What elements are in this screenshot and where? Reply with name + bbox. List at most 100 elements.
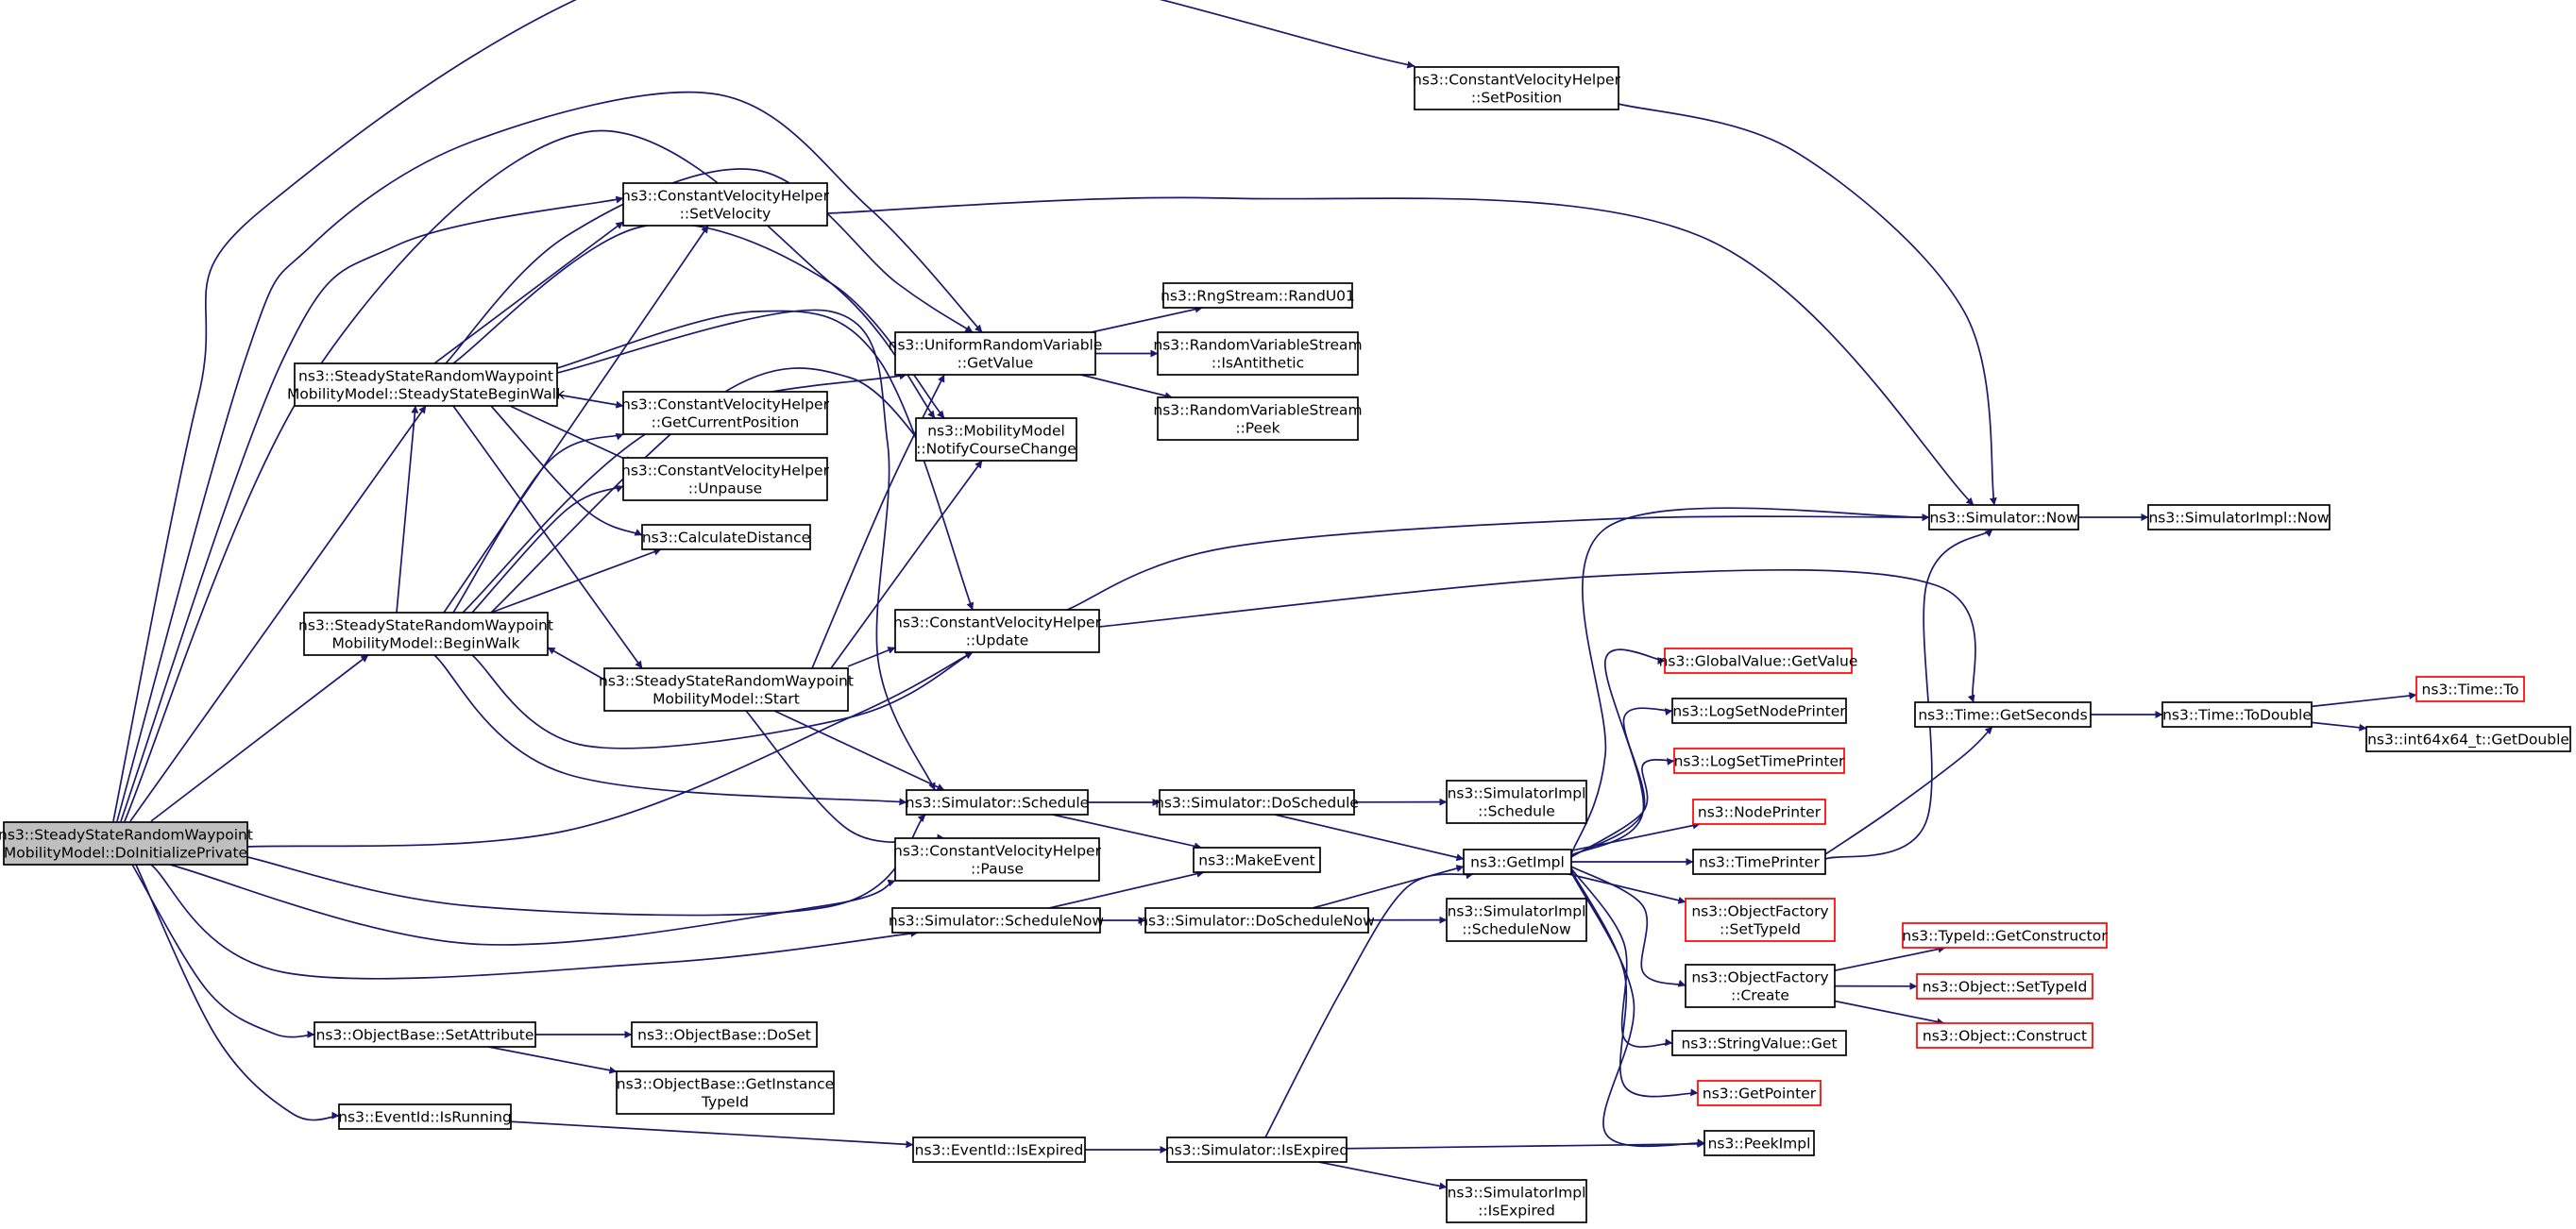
node-cvh-pause[interactable]: ns3::ConstantVelocityHelper::Pause <box>893 837 1102 882</box>
node-rvs-peek[interactable]: ns3::RandomVariableStream::Peek <box>1153 396 1363 441</box>
node-mm-notifycoursechange[interactable]: ns3::MobilityModel::NotifyCourseChange <box>915 417 1077 462</box>
node-rngstream-randu01[interactable]: ns3::RngStream::RandU01 <box>1161 282 1355 309</box>
node-cvh-update[interactable]: ns3::ConstantVelocityHelper::Update <box>893 609 1102 653</box>
node-eventid-isrunning[interactable]: ns3::EventId::IsRunning <box>338 1103 512 1130</box>
node-ssrw-beginwalk[interactable]: ns3::SteadyStateRandomWaypointMobilityMo… <box>298 612 553 656</box>
edge-ssrw-steadystatebeginwalk-to-cvh-unpause <box>509 405 634 463</box>
node-urv-getvalue[interactable]: ns3::UniformRandomVariable::GetValue <box>889 331 1103 376</box>
edge-ssrw-beginwalk-to-cvh-setvelocity <box>443 225 709 614</box>
node-label-line: ns3::SteadyStateRandomWaypoint <box>0 827 253 844</box>
node-ssrw-steadystatebeginwalk[interactable]: ns3::SteadyStateRandomWaypointMobilityMo… <box>287 362 565 407</box>
node-stringvalue-get[interactable]: ns3::StringValue::Get <box>1671 1030 1847 1056</box>
node-simulator-doschedule[interactable]: ns3::Simulator::DoSchedule <box>1155 789 1359 816</box>
node-label-line: ns3::ObjectFactory <box>1691 903 1828 920</box>
node-box <box>2147 504 2330 530</box>
node-simimpl-schedule[interactable]: ns3::SimulatorImpl::Schedule <box>1446 780 1587 824</box>
node-simulator-schedulenow[interactable]: ns3::Simulator::ScheduleNow <box>889 907 1104 934</box>
node-getimpl[interactable]: ns3::GetImpl <box>1463 849 1572 875</box>
node-objectfactory-create[interactable]: ns3::ObjectFactory::Create <box>1685 964 1836 1008</box>
edge-simulator-doschedule-to-getimpl <box>1274 814 1465 862</box>
node-calculatedistance[interactable]: ns3::CalculateDistance <box>641 524 811 550</box>
edge-simulator-isexpired-to-simimpl-isexpired <box>1318 1161 1448 1190</box>
node-makeevent[interactable]: ns3::MakeEvent <box>1193 847 1321 873</box>
edge-eventid-isrunning-to-eventid-isexpired <box>510 1120 914 1149</box>
node-box <box>894 331 1096 376</box>
node-simimpl-schedulenow[interactable]: ns3::SimulatorImpl::ScheduleNow <box>1446 898 1587 942</box>
edge-getimpl-to-getpointer <box>1570 869 1699 1098</box>
node-simimpl-isexpired[interactable]: ns3::SimulatorImpl::IsExpired <box>1446 1179 1587 1223</box>
edge-ssrw-beginwalk-to-simulator-schedule <box>433 654 907 806</box>
node-object-construct[interactable]: ns3::Object::Construct <box>1916 1022 2093 1049</box>
node-time-getseconds[interactable]: ns3::Time::GetSeconds <box>1914 701 2092 728</box>
node-ssrw-start[interactable]: ns3::SteadyStateRandomWaypointMobilityMo… <box>599 667 854 712</box>
node-nodeprinter[interactable]: ns3::NodePrinter <box>1692 799 1826 825</box>
node-box <box>1446 898 1587 942</box>
node-getpointer[interactable]: ns3::GetPointer <box>1697 1080 1822 1106</box>
node-time-todouble[interactable]: ns3::Time::ToDouble <box>2161 701 2313 728</box>
node-box <box>891 907 1101 934</box>
node-label-line: ns3::SimulatorImpl <box>1448 1185 1586 1202</box>
edge-getimpl-to-nodeprinter <box>1570 821 1701 852</box>
node-label-line: ns3::ConstantVelocityHelper <box>1413 72 1621 89</box>
node-cvh-setposition[interactable]: ns3::ConstantVelocityHelper::SetPosition <box>1413 66 1621 110</box>
node-box <box>1446 780 1587 824</box>
node-label-line: ns3::Simulator::IsExpired <box>1165 1142 1348 1159</box>
edge-ssrw-start-to-urv-getvalue <box>811 374 945 669</box>
node-box <box>631 1021 818 1048</box>
node-simulator-schedule[interactable]: ns3::Simulator::Schedule <box>906 789 1089 816</box>
node-box <box>894 609 1100 653</box>
node-time-to[interactable]: ns3::Time::To <box>2415 676 2525 702</box>
node-box <box>1685 898 1836 942</box>
node-objectbase-setattribute[interactable]: ns3::ObjectBase::SetAttribute <box>314 1021 536 1048</box>
node-label-line: ::GetCurrentPosition <box>652 414 800 431</box>
node-label-line: ::ScheduleNow <box>1462 921 1571 938</box>
node-globalvalue-getvalue[interactable]: ns3::GlobalValue::GetValue <box>1659 648 1858 674</box>
node-simulator-isexpired[interactable]: ns3::Simulator::IsExpired <box>1165 1136 1348 1163</box>
node-box <box>1159 789 1355 816</box>
node-root[interactable]: ns3::SteadyStateRandomWaypointMobilityMo… <box>0 821 253 866</box>
node-peekimpl[interactable]: ns3::PeekImpl <box>1703 1130 1815 1156</box>
node-simulator-now[interactable]: ns3::Simulator::Now <box>1928 504 2079 530</box>
node-object-settypeid[interactable]: ns3::Object::SetTypeId <box>1916 973 2093 1000</box>
node-typeid-getconstructor[interactable]: ns3::TypeId::GetConstructor <box>1902 922 2108 949</box>
node-int64x64-getdouble[interactable]: ns3::int64x64_t::GetDouble <box>2365 726 2571 752</box>
node-cvh-getcurrentposition[interactable]: ns3::ConstantVelocityHelper::GetCurrentP… <box>621 391 830 435</box>
node-label-line: ns3::ObjectBase::GetInstance <box>617 1076 834 1093</box>
node-box <box>915 417 1077 462</box>
node-logsettimeprinter[interactable]: ns3::LogSetTimePrinter <box>1673 748 1845 774</box>
node-simimpl-now[interactable]: ns3::SimulatorImpl::Now <box>2147 504 2330 530</box>
edge-ssrw-beginwalk-to-cvh-unpause <box>471 485 624 614</box>
edge-root-to-cvh-setvelocity <box>120 195 624 822</box>
node-label-line: ns3::RngStream::RandU01 <box>1161 288 1355 305</box>
node-box <box>303 612 549 656</box>
node-objectfactory-settypeid[interactable]: ns3::ObjectFactory::SetTypeId <box>1685 898 1836 942</box>
node-label-line: ::Schedule <box>1478 803 1555 820</box>
node-objectbase-doset[interactable]: ns3::ObjectBase::DoSet <box>631 1021 818 1048</box>
node-label-line: ns3::ObjectBase::DoSet <box>637 1027 811 1044</box>
node-label-line: ns3::Simulator::ScheduleNow <box>889 913 1104 930</box>
node-label-line: ns3::SimulatorImpl <box>1448 785 1586 802</box>
edge-ssrw-steadystatebeginwalk-to-ssrw-start <box>452 405 643 669</box>
node-simulator-doschedulenow[interactable]: ns3::Simulator::DoScheduleNow <box>1139 907 1375 934</box>
edge-root-to-cvh-update <box>246 651 974 848</box>
node-label-line: TypeId <box>701 1094 749 1111</box>
node-rvs-isantithetic[interactable]: ns3::RandomVariableStream::IsAntithetic <box>1153 331 1363 376</box>
edge-simulator-schedulenow-to-makeevent <box>1048 869 1205 909</box>
node-cvh-setvelocity[interactable]: ns3::ConstantVelocityHelper::SetVelocity <box>621 182 830 227</box>
node-eventid-isexpired[interactable]: ns3::EventId::IsExpired <box>912 1136 1086 1163</box>
node-box <box>1671 1030 1847 1056</box>
node-cvh-unpause[interactable]: ns3::ConstantVelocityHelper::Unpause <box>621 457 830 501</box>
node-box <box>1414 66 1619 110</box>
node-box <box>1916 1022 2093 1049</box>
node-label-line: ns3::GetImpl <box>1470 854 1565 871</box>
node-logsetnodeprinter[interactable]: ns3::LogSetNodePrinter <box>1671 698 1847 724</box>
edge-root-to-ssrw-steadystatebeginwalk <box>129 405 427 822</box>
node-label-line: ns3::RandomVariableStream <box>1153 337 1362 354</box>
node-label-line: ns3::SteadyStateRandomWaypoint <box>298 368 553 385</box>
node-label-line: ns3::MakeEvent <box>1198 852 1314 869</box>
node-timeprinter[interactable]: ns3::TimePrinter <box>1692 849 1826 875</box>
node-label-line: ns3::int64x64_t::GetDouble <box>2367 732 2569 749</box>
node-box <box>1703 1130 1815 1156</box>
edge-ssrw-start-to-mm-notifycoursechange <box>830 460 983 669</box>
